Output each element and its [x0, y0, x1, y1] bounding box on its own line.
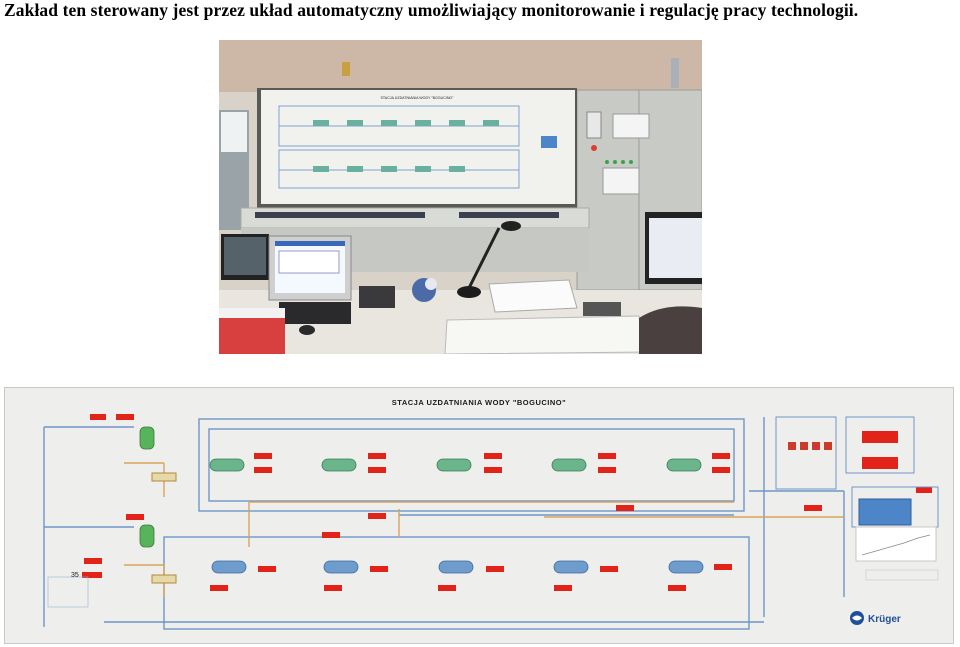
- mimic-panel: STACJA UZDATNIANIA WODY "BOGUCINO": [4, 387, 954, 644]
- control-room-illustration: STACJA UZDATNIANIA WODY "BOGUCINO": [219, 40, 702, 354]
- control-room-photo: STACJA UZDATNIANIA WODY "BOGUCINO": [219, 40, 702, 354]
- panel-number: 35: [71, 572, 79, 579]
- kruger-logo: Krüger: [868, 614, 901, 625]
- digital-displays: [82, 414, 932, 591]
- photo-panel-title: STACJA UZDATNIANIA WODY "BOGUCINO": [380, 96, 454, 100]
- lower-filters: [211, 560, 704, 574]
- mimic-panel-title: STACJA UZDATNIANIA WODY "BOGUCINO": [392, 398, 566, 407]
- upper-filters: [209, 458, 702, 472]
- green-tanks: [139, 426, 155, 548]
- mimic-panel-illustration: STACJA UZDATNIANIA WODY "BOGUCINO": [4, 387, 954, 644]
- page-caption: Zakład ten sterowany jest przez układ au…: [4, 0, 859, 20]
